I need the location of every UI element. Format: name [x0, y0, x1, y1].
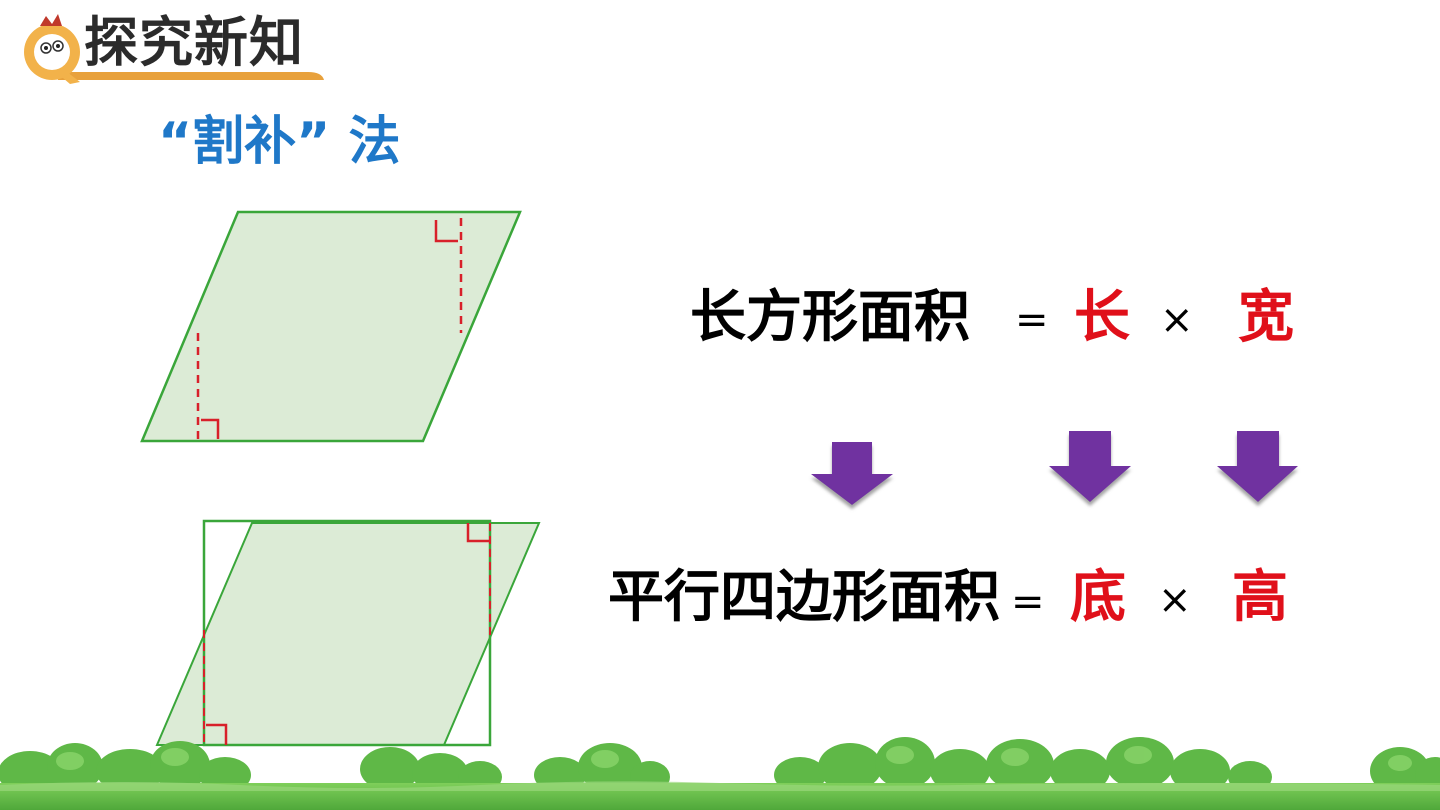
parallelogram-area-term: 平行四边形面积	[608, 565, 1000, 630]
times-sign: ×	[1158, 577, 1192, 623]
base-factor: 底	[1070, 565, 1126, 630]
header-underline	[58, 72, 324, 80]
grass-footer	[0, 737, 1440, 810]
times-sign: ×	[1160, 297, 1194, 343]
method-title: “割补” 法	[158, 112, 401, 172]
equals-sign: =	[1011, 579, 1045, 625]
height-factor: 高	[1232, 565, 1288, 630]
cartoon-q-mascot-icon	[24, 14, 80, 84]
right-angle-mark-icon	[466, 523, 489, 543]
parallelogram-top	[140, 210, 522, 443]
page-title: 探究新知	[84, 10, 304, 74]
down-arrow-icon	[1049, 431, 1131, 502]
parallelogram-area-equation: 平行四边形面积 = 底 × 高	[608, 566, 1328, 630]
equals-sign: =	[1015, 297, 1049, 343]
right-angle-mark-icon	[206, 723, 228, 745]
header-badge	[24, 14, 324, 84]
length-factor: 长	[1074, 285, 1130, 350]
down-arrow-icon	[811, 442, 893, 505]
down-arrow-icon	[1217, 431, 1298, 502]
rectangle-area-term: 长方形面积	[690, 285, 970, 350]
right-angle-mark-icon	[201, 418, 220, 439]
right-angle-mark-icon	[434, 220, 458, 243]
rectangle-area-equation: 长方形面积 = 长 × 宽	[690, 286, 1330, 350]
width-factor: 宽	[1238, 285, 1294, 350]
